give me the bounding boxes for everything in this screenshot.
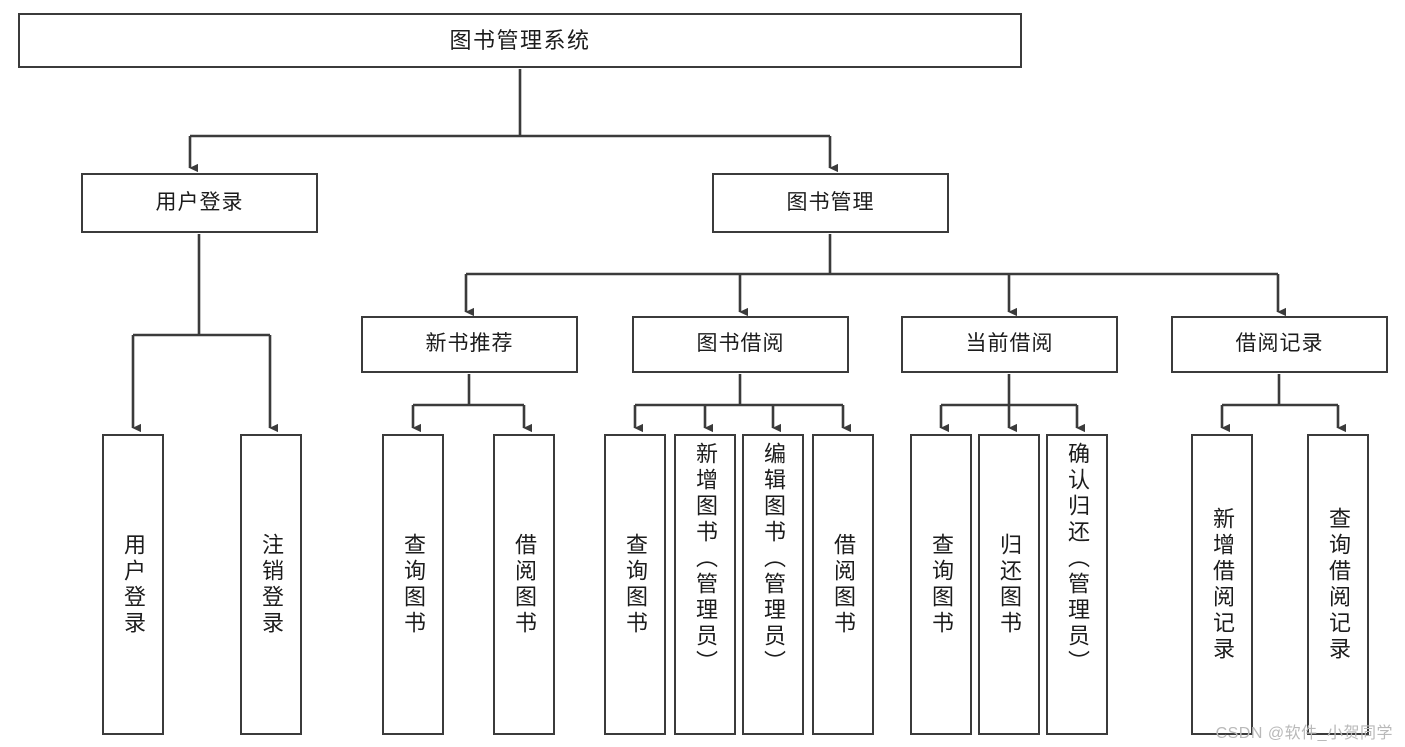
node-label: 图书管理系统	[449, 27, 591, 53]
node-label: 查询图书	[401, 532, 426, 637]
leaf-edit-book-admin[interactable]: 编辑图书（管理员）	[742, 434, 804, 735]
node-label: 借阅图书	[831, 532, 856, 637]
node-label: 查询图书	[929, 532, 954, 637]
node-label: 新增借阅记录	[1210, 506, 1235, 663]
leaf-query-book-current[interactable]: 查询图书	[910, 434, 972, 735]
leaf-add-borrow-record[interactable]: 新增借阅记录	[1191, 434, 1253, 735]
node-user-login[interactable]: 用户登录	[81, 173, 318, 233]
node-label: 图书管理	[786, 190, 875, 214]
leaf-borrow-book-recommend[interactable]: 借阅图书	[493, 434, 555, 735]
node-label: 图书借阅	[696, 332, 785, 356]
leaf-query-borrow-record[interactable]: 查询借阅记录	[1307, 434, 1369, 735]
node-book-management[interactable]: 图书管理	[712, 173, 949, 233]
node-borrow-record[interactable]: 借阅记录	[1171, 316, 1388, 373]
node-label: 确认归还（管理员）	[1065, 442, 1090, 676]
node-label: 用户登录	[155, 190, 244, 214]
leaf-borrow-book-borrow[interactable]: 借阅图书	[812, 434, 874, 735]
node-label: 注销登录	[259, 532, 284, 637]
node-label: 新增图书（管理员）	[693, 442, 718, 676]
csdn-watermark: CSDN @软件_小贺同学	[1215, 725, 1393, 742]
node-label: 借阅记录	[1235, 332, 1324, 356]
node-book-borrow[interactable]: 图书借阅	[632, 316, 849, 373]
node-label: 当前借阅	[965, 332, 1054, 356]
node-root-book-management-system[interactable]: 图书管理系统	[18, 13, 1022, 68]
leaf-user-login[interactable]: 用户登录	[102, 434, 164, 735]
leaf-confirm-return-admin[interactable]: 确认归还（管理员）	[1046, 434, 1108, 735]
leaf-add-book-admin[interactable]: 新增图书（管理员）	[674, 434, 736, 735]
node-label: 查询图书	[623, 532, 648, 637]
node-label: 编辑图书（管理员）	[761, 442, 786, 676]
node-label: 用户登录	[121, 532, 146, 637]
leaf-query-book-recommend[interactable]: 查询图书	[382, 434, 444, 735]
leaf-logout-login[interactable]: 注销登录	[240, 434, 302, 735]
node-label: 查询借阅记录	[1326, 506, 1351, 663]
leaf-query-book-borrow[interactable]: 查询图书	[604, 434, 666, 735]
node-label: 借阅图书	[512, 532, 537, 637]
node-label: 归还图书	[997, 532, 1022, 637]
node-current-borrow[interactable]: 当前借阅	[901, 316, 1118, 373]
node-new-book-recommend[interactable]: 新书推荐	[361, 316, 578, 373]
leaf-return-book[interactable]: 归还图书	[978, 434, 1040, 735]
node-label: 新书推荐	[425, 332, 514, 356]
